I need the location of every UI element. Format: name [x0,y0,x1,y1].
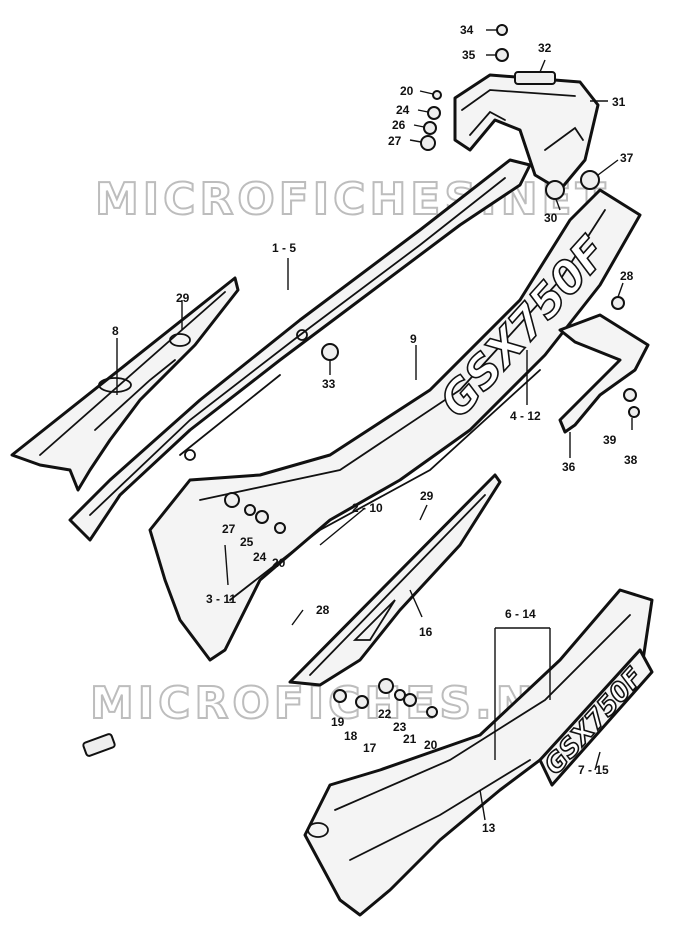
callout-25: 25 [240,535,254,549]
callout-27a: 27 [388,134,402,148]
rear-grab-cover [453,71,600,192]
callout-1-5: 1 - 5 [272,241,296,255]
leader-lines [116,29,633,821]
hardware [82,24,640,757]
callout-26a: 26 [392,118,406,132]
callout-28b: 28 [316,603,330,617]
callout-34: 34 [460,23,474,37]
callout-17: 17 [363,741,377,755]
callout-6-14: 6 - 14 [505,607,536,621]
upper-left-frame-cover [68,158,532,542]
callout-24b: 24 [253,550,267,564]
callout-38: 38 [624,453,638,467]
callout-13: 13 [482,821,496,835]
watermark-top: MICROFICHES.NET [95,174,610,225]
callout-36: 36 [562,460,576,474]
callout-31: 31 [612,95,626,109]
left-tail-panel [10,276,240,492]
callout-7-15: 7 - 15 [578,763,609,777]
callout-16: 16 [419,625,433,639]
callout-27b: 27 [222,522,236,536]
callout-30: 30 [544,211,558,225]
callout-22: 22 [378,707,392,721]
callout-28a: 28 [620,269,634,283]
callout-labels: 34 35 32 31 20 24 26 27 37 30 1 - 5 29 8… [112,23,638,835]
callout-33: 33 [322,377,336,391]
callout-21: 21 [403,732,417,746]
callout-8: 8 [112,324,119,338]
callout-18: 18 [344,729,358,743]
side-trim-plate [288,473,502,687]
callout-39: 39 [603,433,617,447]
callout-35: 35 [462,48,476,62]
callout-3-11: 3 - 11 [206,592,236,606]
callout-24a: 24 [396,103,410,117]
right-bracket [558,313,650,434]
callout-20b: 20 [272,556,286,570]
callout-29a: 29 [176,291,190,305]
callout-37: 37 [620,151,634,165]
callout-29b: 29 [420,489,434,503]
callout-20c: 20 [424,738,438,752]
callout-2-10: 2 - 10 [352,501,383,515]
callout-20a: 20 [400,84,414,98]
callout-4-12: 4 - 12 [510,409,541,423]
callout-19: 19 [331,715,345,729]
callout-23: 23 [393,720,407,734]
callout-9: 9 [410,332,417,346]
callout-32: 32 [538,41,552,55]
